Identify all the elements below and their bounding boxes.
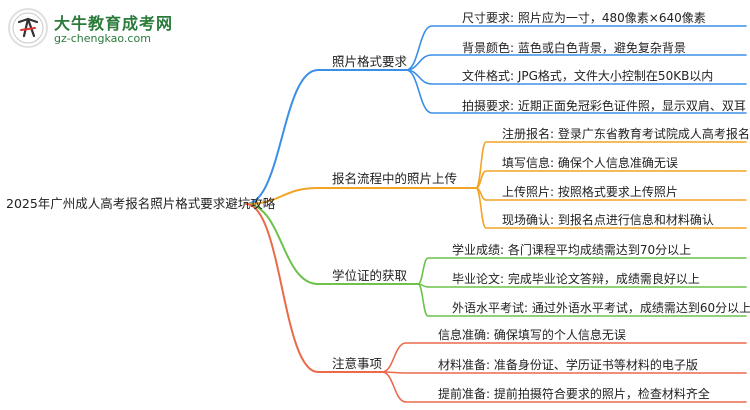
edge-branch-2-leaf-4 [475, 187, 747, 229]
logo-url: gz-chengkao.com [54, 32, 151, 45]
leaf-notes-1: 信息准确: 确保填写的个人信息无误 [438, 328, 626, 342]
leaf-notes-3: 提前准备: 提前拍摄符合要求的照片，检查材料齐全 [438, 387, 710, 401]
edge-branch-2-leaf-2 [475, 170, 747, 189]
leaf-notes-2: 材料准备: 准备身份证、学历证书等材料的电子版 [438, 358, 698, 372]
logo-title: 大牛教育成考网 [54, 14, 174, 33]
leaf-photo-upload-3: 上传照片: 按照格式要求上传照片 [502, 185, 678, 199]
leaf-photo-format-2: 背景颜色: 蓝色或白色背景，避免复杂背景 [462, 41, 686, 55]
edge-root-to-branch-2 [245, 187, 477, 205]
edge-root-to-branch-3 [245, 203, 419, 285]
branch-photo-upload: 报名流程中的照片上传 [332, 171, 458, 186]
leaf-photo-format-3: 文件格式: JPG格式，文件大小控制在50KB以内 [462, 69, 714, 83]
leaf-photo-upload-2: 填写信息: 确保个人信息准确无误 [502, 156, 678, 170]
leaf-photo-upload-4: 现场确认: 到报名点进行信息和材料确认 [502, 213, 714, 227]
edge-root-to-branch-4 [245, 203, 383, 373]
branch-degree: 学位证的获取 [332, 268, 408, 283]
edge-branch-1-leaf-2 [405, 54, 747, 71]
root-topic: 2025年广州成人高考报名照片格式要求避坑攻略 [6, 196, 276, 211]
edge-branch-3-leaf-1 [417, 257, 747, 285]
edge-branch-1-leaf-1 [405, 25, 747, 71]
leaf-photo-upload-1: 注册报名: 登录广东省教育考试院成人高考报名系统 [502, 127, 750, 141]
leaf-photo-format-4: 拍摄要求: 近期正面免冠彩色证件照，显示双肩、双耳 [462, 99, 746, 113]
branch-notes: 注意事项 [332, 356, 383, 371]
site-logo[interactable]: 大牛教育成考网 gz-chengkao.com [6, 4, 196, 52]
edge-branch-3-leaf-3 [417, 283, 747, 317]
leaf-photo-format-1: 尺寸要求: 照片应为一寸，480像素×640像素 [462, 11, 706, 25]
edge-branch-4-leaf-1 [381, 342, 747, 373]
edge-branch-4-leaf-3 [381, 371, 747, 403]
logo-badge-icon [8, 8, 48, 48]
branch-photo-format: 照片格式要求 [332, 54, 408, 69]
edge-root-to-branch-1 [245, 69, 407, 205]
leaf-degree-2: 毕业论文: 完成毕业论文答辩，成绩需良好以上 [452, 272, 700, 286]
leaf-degree-1: 学业成绩: 各门课程平均成绩需达到70分以上 [452, 243, 692, 257]
edge-branch-1-leaf-4 [405, 69, 747, 114]
leaf-degree-3: 外语水平考试: 通过外语水平考试，成绩需达到60分以上 [452, 301, 750, 315]
